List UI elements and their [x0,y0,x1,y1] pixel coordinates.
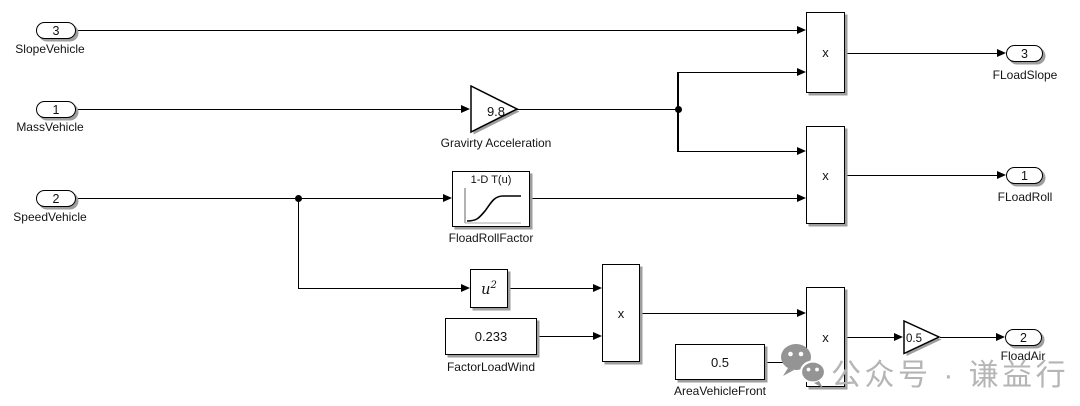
inport-speedvehicle-label: SpeedVehicle [13,210,87,224]
inport-speedvehicle[interactable]: 2 [36,190,76,207]
outport-floadair[interactable]: 2 [1005,329,1042,346]
signal-line [538,335,594,337]
watermark-text: 公众号 · 谦益行 [831,359,1070,392]
outport-floadair-label: FloadAir [1000,349,1046,363]
inport-massvehicle-label: MassVehicle [16,120,84,134]
signal-line [677,71,798,73]
gain-air-block[interactable]: 0.5 [903,320,944,358]
signal-line [766,361,798,363]
signal-line [640,312,798,314]
math-square-expression: u2 [481,279,497,298]
outport-floadroll-label: FLoadRoll [997,190,1053,204]
outport-floadslope-label: FLoadSlope [992,68,1058,82]
signal-line [517,108,678,110]
constant-areavehiclefront-block[interactable]: 0.5 [675,344,765,380]
outport-floadslope[interactable]: 3 [1006,45,1043,62]
signal-line [845,174,998,176]
signal-arrow-icon [797,193,806,202]
signal-arrow-icon [461,283,470,292]
product-slope-block[interactable]: x [806,12,845,93]
signal-line [509,287,594,289]
signal-line [76,29,798,31]
signal-arrow-icon [443,193,452,202]
product-operator: x [822,329,829,345]
outport-number: 1 [1021,168,1028,183]
signal-arrow-icon [996,332,1005,341]
signal-line [845,52,998,54]
signal-line [76,108,462,110]
signal-arrow-icon [461,104,470,113]
constant-value: 0.5 [710,354,730,370]
signal-arrow-icon [797,308,806,317]
gain-gravity-value: 9.8 [486,103,506,119]
inport-massvehicle[interactable]: 1 [36,101,76,118]
product-air-stage1-block[interactable]: x [602,264,640,362]
signal-arrow-icon [894,332,903,341]
lookup-table-block[interactable]: 1-D T(u) [452,171,530,227]
constant-factorloadwind-label: FactorLoadWind [446,360,536,374]
signal-arrow-icon [797,146,806,155]
branch-dot [674,105,682,113]
product-roll-block[interactable]: x [806,126,845,224]
constant-areavehiclefront-label: AreaVehicleFront [673,384,767,398]
signal-arrow-icon [997,48,1006,57]
inport-slopevehicle-label: SlopeVehicle [15,42,85,56]
outport-number: 3 [1021,46,1028,61]
signal-arrow-icon [593,331,602,340]
inport-number: 1 [52,102,60,117]
outport-number: 2 [1020,330,1027,345]
gain-gravity-block[interactable]: 9.8 [470,85,522,137]
inport-number: 3 [52,23,60,38]
lookup-curve-icon [464,188,521,224]
signal-arrow-icon [593,283,602,292]
product-operator: x [617,305,625,321]
signal-line [677,150,798,152]
wechat-icon [781,344,827,388]
signal-arrow-icon [797,67,806,76]
inport-slopevehicle[interactable]: 3 [36,22,76,39]
inport-number: 2 [52,191,60,206]
constant-factorloadwind-block[interactable]: 0.233 [445,318,537,355]
branch-dot [294,194,302,202]
signal-line [530,197,798,199]
math-square-block[interactable]: u2 [470,269,508,308]
constant-value: 0.233 [474,329,508,344]
lookup-table-title: 1-D T(u) [470,174,512,186]
signal-line [76,197,444,199]
gain-air-value: 0.5 [906,333,922,345]
signal-arrow-icon [797,25,806,34]
outport-floadroll[interactable]: 1 [1006,167,1043,184]
lookup-table-label: FloadRollFactor [448,231,534,245]
signal-line [940,336,997,338]
signal-line [297,287,463,289]
product-operator: x [822,45,829,60]
gain-gravity-label: Gravirty Acceleration [440,136,552,150]
product-operator: x [822,167,829,183]
signal-arrow-icon [997,170,1006,179]
signal-line [845,336,895,338]
signal-line [297,197,299,289]
